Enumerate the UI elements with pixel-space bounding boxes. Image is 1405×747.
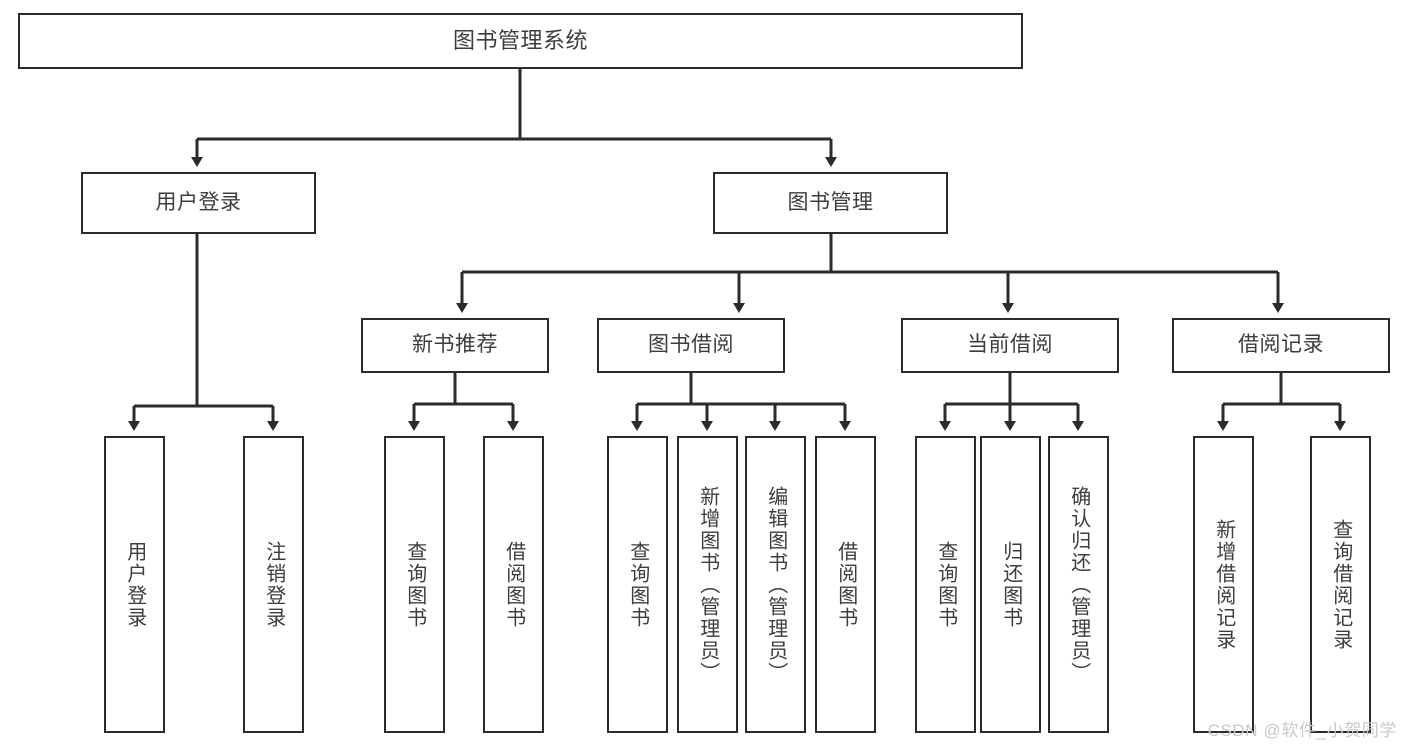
node-book-management[interactable]: 图书管理 [713, 172, 948, 234]
node-current-borrow[interactable]: 当前借阅 [901, 318, 1119, 373]
node-label: 图书管理系统 [452, 28, 588, 54]
node-label: 查询图书 [626, 540, 649, 629]
node-label: 用户登录 [155, 190, 242, 214]
node-borrow-record[interactable]: 借阅记录 [1172, 318, 1390, 373]
node-root-system[interactable]: 图书管理系统 [18, 13, 1023, 69]
leaf-current-query-book[interactable]: 查询图书 [915, 436, 976, 733]
leaf-user-login-login[interactable]: 用户登录 [104, 436, 165, 733]
node-label: 查询借阅记录 [1329, 518, 1352, 651]
node-label: 借阅图书 [502, 540, 525, 629]
node-new-book-recommend[interactable]: 新书推荐 [361, 318, 549, 373]
node-book-borrow[interactable]: 图书借阅 [597, 318, 785, 373]
leaf-record-query-record[interactable]: 查询借阅记录 [1310, 436, 1371, 733]
leaf-borrow-add-book-admin[interactable]: 新增图书（管理员） [677, 436, 738, 733]
node-label: 图书管理 [787, 190, 874, 214]
csdn-watermark: CSDN @软件_小贺同学 [1207, 721, 1397, 740]
leaf-current-return-book[interactable]: 归还图书 [980, 436, 1041, 733]
node-label: 注销登录 [262, 540, 285, 629]
node-label: 借阅图书 [834, 540, 857, 629]
leaf-borrow-borrow-book[interactable]: 借阅图书 [815, 436, 876, 733]
leaf-recommend-query-book[interactable]: 查询图书 [384, 436, 445, 733]
node-label: 借阅记录 [1238, 333, 1324, 357]
node-label: 新增借阅记录 [1212, 518, 1235, 651]
node-label: 图书借阅 [648, 333, 734, 357]
node-label: 当前借阅 [967, 333, 1053, 357]
leaf-user-login-logout[interactable]: 注销登录 [243, 436, 304, 733]
node-user-login[interactable]: 用户登录 [81, 172, 316, 234]
leaf-recommend-borrow-book[interactable]: 借阅图书 [483, 436, 544, 733]
node-label: 归还图书 [999, 540, 1022, 629]
leaf-borrow-query-book[interactable]: 查询图书 [607, 436, 668, 733]
node-label: 查询图书 [403, 540, 426, 629]
leaf-current-confirm-return-admin[interactable]: 确认归还（管理员） [1048, 436, 1109, 733]
node-label: 用户登录 [123, 540, 146, 629]
node-label: 确认归还（管理员） [1067, 485, 1090, 684]
leaf-record-add-record[interactable]: 新增借阅记录 [1193, 436, 1254, 733]
node-label: 新增图书（管理员） [696, 485, 719, 684]
node-label: 查询图书 [934, 540, 957, 629]
node-label: 新书推荐 [412, 333, 498, 357]
node-label: 编辑图书（管理员） [764, 485, 787, 684]
leaf-borrow-edit-book-admin[interactable]: 编辑图书（管理员） [745, 436, 806, 733]
